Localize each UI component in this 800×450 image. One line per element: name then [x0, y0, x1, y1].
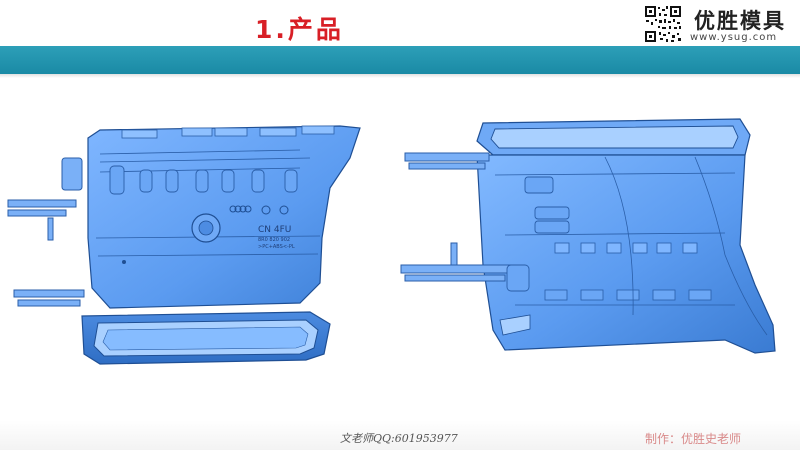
qr-code [643, 4, 683, 44]
footer-credit: 制作：优胜史老师 [645, 432, 742, 446]
product-image-side-view: CN 4FU 8R0 820 902 >PC+ABS<-PL [7, 125, 361, 365]
part-marking-line2: 8R0 820 902 [258, 237, 290, 243]
footer-author: 文老师QQ:601953977 [340, 432, 458, 445]
part-marking-line1: CN 4FU [258, 225, 291, 235]
product-image-iso-view [400, 118, 776, 354]
header-band [0, 46, 800, 74]
brand-name: 优胜模具 [694, 9, 786, 33]
footer-area [0, 420, 800, 450]
slide-title: 1.产品 [255, 15, 344, 44]
part-marking-line3: >PC+ABS<-PL [258, 244, 295, 250]
header-band-shadow [0, 74, 800, 78]
brand-url: www.ysug.com [690, 32, 778, 43]
